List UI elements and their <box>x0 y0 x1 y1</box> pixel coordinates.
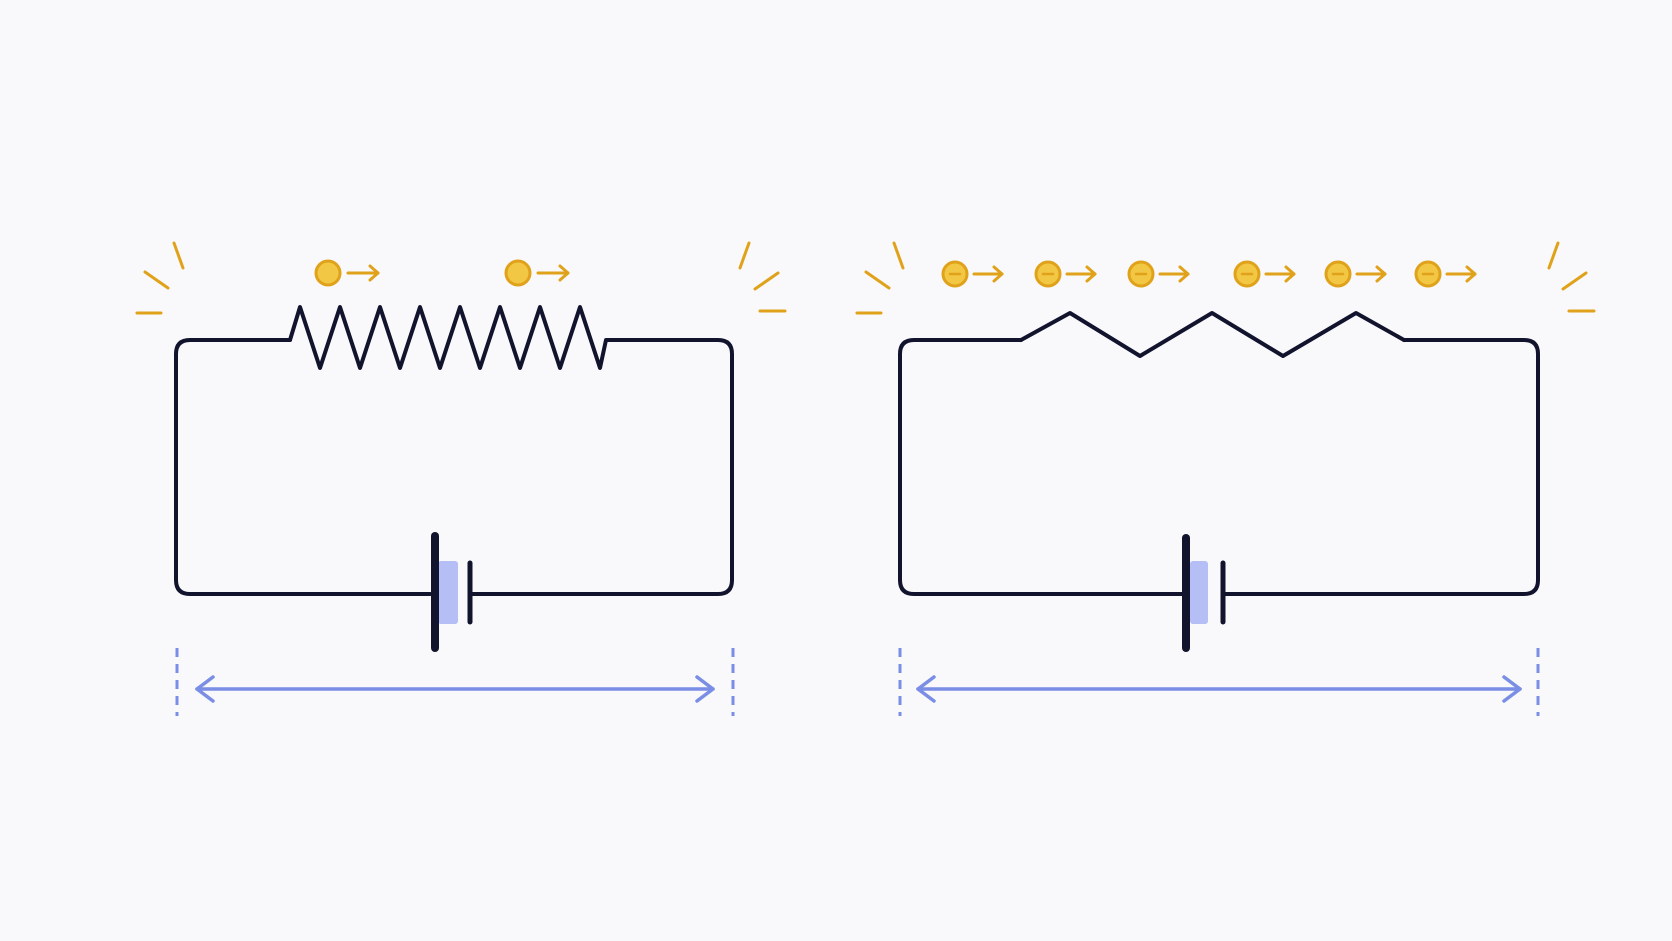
electron-icon <box>1034 260 1062 288</box>
electron-icon <box>941 260 969 288</box>
electron-icon <box>314 259 342 287</box>
battery-icon <box>431 532 473 652</box>
left-circuit <box>135 241 787 716</box>
double-arrow-icon <box>175 648 735 716</box>
arrow-right-icon <box>536 264 570 282</box>
resistor-icon <box>1019 311 1406 358</box>
left-circuit-wire-right <box>468 338 734 596</box>
arrow-right-icon <box>1065 265 1097 283</box>
arrow-right-icon <box>1355 265 1387 283</box>
electron-icon <box>1324 260 1352 288</box>
right-circuit-wire-right <box>1221 338 1540 596</box>
left-electron-flow <box>314 259 570 287</box>
arrow-right-icon <box>1445 265 1477 283</box>
arrow-right-icon <box>346 264 380 282</box>
arrow-right-icon <box>1264 265 1296 283</box>
electron-icon <box>1127 260 1155 288</box>
left-circuit-wire <box>174 338 432 596</box>
double-arrow-icon <box>898 648 1540 716</box>
electron-icon <box>504 259 532 287</box>
battery-highlight <box>1190 561 1208 624</box>
arrow-right-icon <box>972 265 1004 283</box>
arrow-right-icon <box>1158 265 1190 283</box>
glow-rays-icon <box>738 241 787 313</box>
glow-rays-icon <box>135 241 185 315</box>
resistor-icon <box>288 305 618 370</box>
glow-rays-icon <box>1547 241 1596 313</box>
right-circuit-wire <box>898 338 1186 596</box>
battery-icon <box>1182 534 1226 652</box>
glow-rays-icon <box>855 241 905 315</box>
electron-icon <box>1233 260 1261 288</box>
right-circuit <box>855 241 1596 716</box>
battery-highlight <box>438 561 458 624</box>
electron-icon <box>1414 260 1442 288</box>
right-electron-flow <box>941 260 1477 288</box>
